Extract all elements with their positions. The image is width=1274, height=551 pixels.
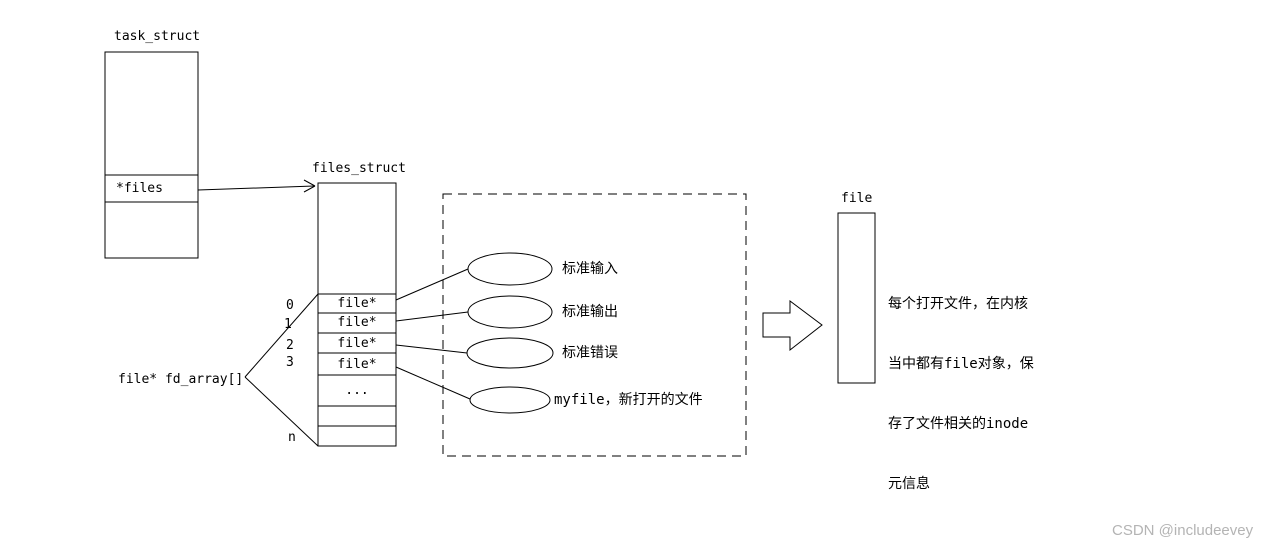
fd-array-brace-lines	[244, 293, 319, 447]
fd-connector-lines	[395, 268, 471, 400]
stderr-ellipse	[466, 337, 554, 369]
note-line: 每个打开文件，在内核	[888, 296, 1028, 312]
stdin-ellipse	[467, 252, 553, 286]
note-line: 元信息	[888, 476, 930, 492]
stdin-label: 标准输入	[562, 261, 618, 277]
fd-array-label: file* fd_array[]	[118, 372, 244, 387]
fd-index-1: 1	[284, 317, 292, 332]
fd-slot-ellipsis: ...	[345, 383, 369, 398]
task-struct-title: task_struct	[114, 29, 201, 44]
csdn-watermark: CSDN @includeevey	[1112, 522, 1254, 539]
file-object-box	[837, 212, 876, 384]
files-struct-title: files_struct	[312, 161, 406, 176]
note-line: 存了文件相关的inode	[888, 416, 1029, 432]
arrowhead-lower-stroke	[303, 185, 316, 193]
files-struct-box	[317, 182, 397, 447]
fd-index-0: 0	[286, 298, 294, 313]
arrowhead-upper-stroke	[303, 179, 316, 187]
fd-slot-3: file*	[337, 357, 377, 372]
file-object-title: file	[841, 191, 873, 206]
stdout-label: 标准输出	[562, 304, 618, 320]
task-struct-box	[104, 51, 199, 259]
myfile-label: myfile，新打开的文件	[554, 392, 703, 408]
fd-index-3: 3	[286, 355, 294, 370]
fd-slot-2: file*	[337, 336, 377, 351]
block-arrow-right	[762, 300, 823, 352]
myfile-ellipse	[469, 386, 551, 414]
fd-index-n: n	[288, 430, 296, 445]
fd-slot-1: file*	[337, 315, 377, 330]
stdout-ellipse	[467, 295, 553, 329]
fd-index-2: 2	[286, 338, 294, 353]
file-objects-dashed-frame	[442, 193, 747, 457]
file-object-note: 每个打开文件，在内核 当中都有file对象，保 存了文件相关的inode 元信息	[888, 254, 1034, 534]
stderr-label: 标准错误	[562, 345, 618, 361]
files-pointer-field: *files	[116, 181, 163, 196]
note-line: 当中都有file对象，保	[888, 356, 1034, 372]
files-pointer-arrow	[197, 179, 316, 193]
fd-slot-0: file*	[337, 296, 377, 311]
